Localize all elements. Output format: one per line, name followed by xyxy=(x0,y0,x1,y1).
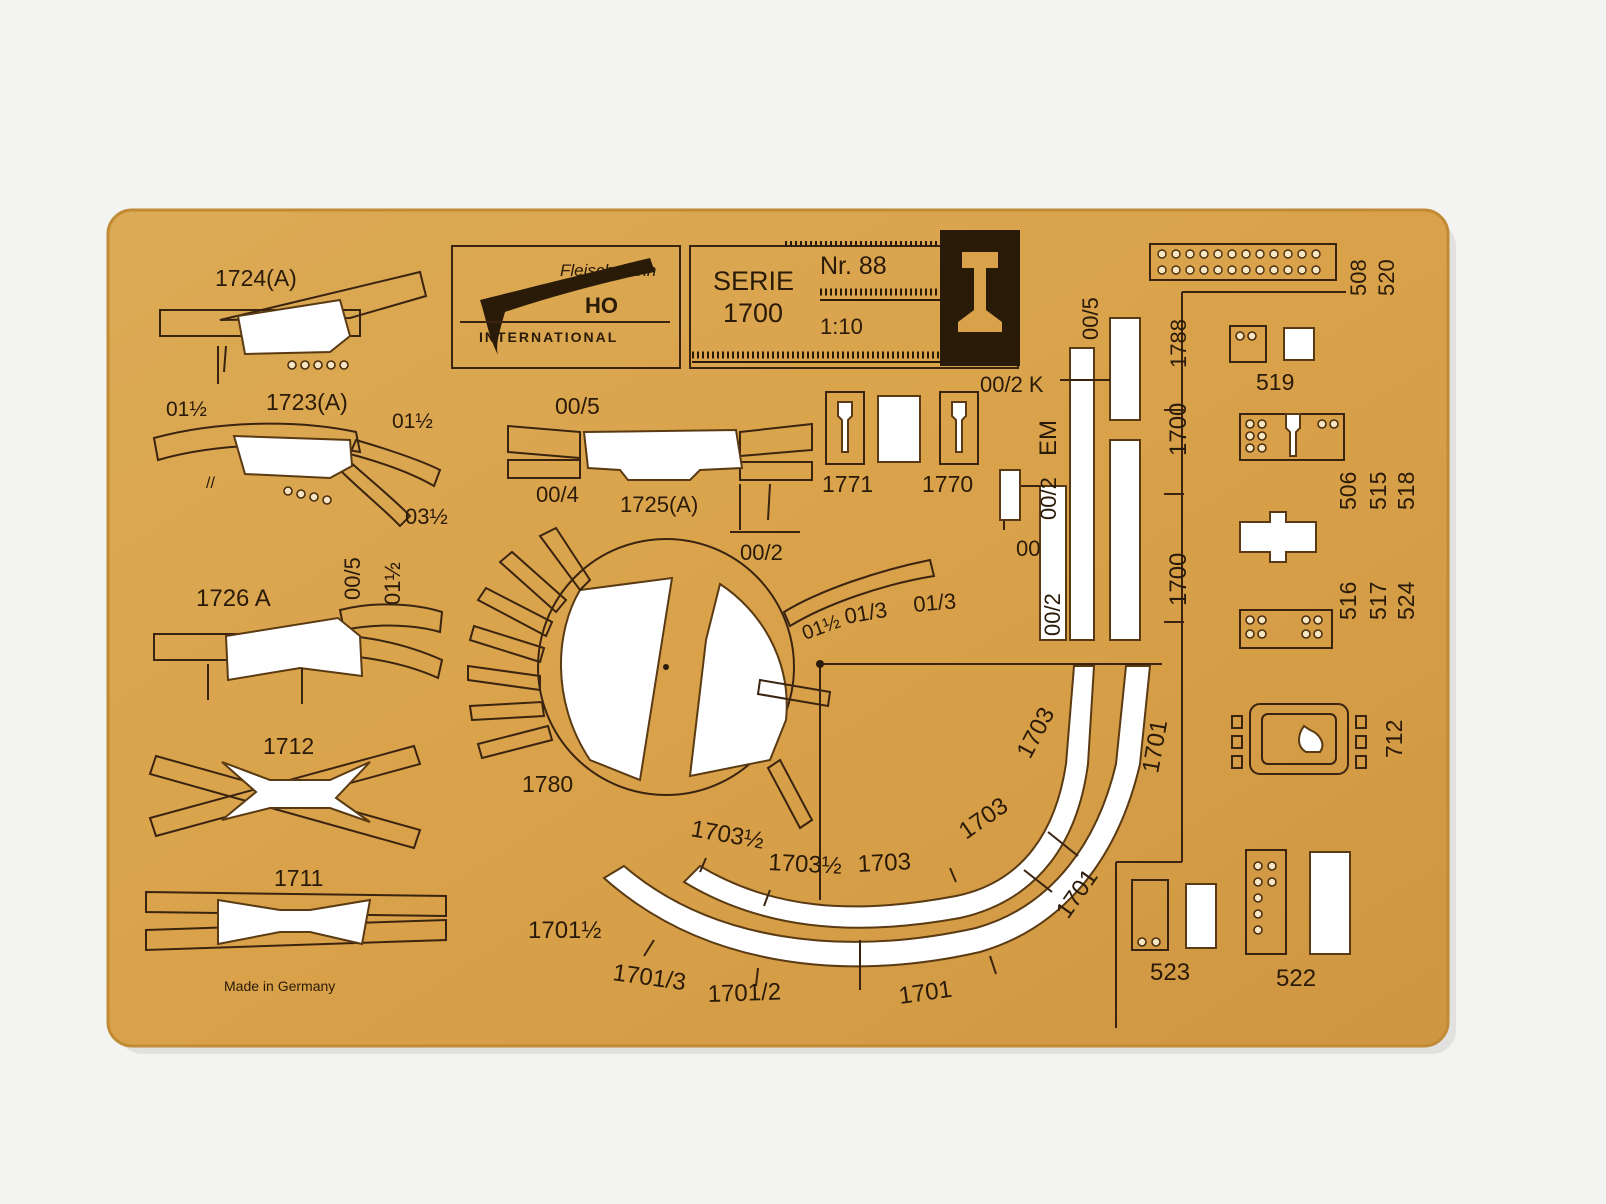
rail-profile-icon xyxy=(958,252,1002,332)
label-01h-vertical: 01½ xyxy=(380,562,405,605)
label-1723: 1723(A) xyxy=(266,389,348,415)
part-523: 523 xyxy=(1131,879,1217,986)
label-520: 520 xyxy=(1374,259,1399,296)
part-516-517-524: 516 517 524 xyxy=(1239,511,1419,649)
logo-box: Fleischmann HO INTERNATIONAL xyxy=(451,245,681,369)
label-002k: 00/2 K xyxy=(980,372,1044,397)
part-1771: 1771 xyxy=(822,391,921,497)
label-1712: 1712 xyxy=(263,733,314,759)
part-1770: 1770 xyxy=(922,391,979,497)
label-1780: 1780 xyxy=(522,771,573,797)
label-515: 515 xyxy=(1365,472,1391,510)
straight-tracks xyxy=(999,291,1346,1028)
label-523: 523 xyxy=(1150,959,1190,986)
label-005-vertical: 00/5 xyxy=(340,557,365,600)
label-03h: 03½ xyxy=(405,504,448,529)
label-1726: 1726 A xyxy=(196,585,271,612)
made-in-germany: Made in Germany xyxy=(224,978,335,994)
label-002-side2: 00/2 xyxy=(1040,593,1065,636)
label-1700b: 1700 xyxy=(1165,553,1192,606)
turntable-1780: 1780 01½ 01/3 01/3 xyxy=(467,526,1162,900)
part-522: 522 xyxy=(1245,849,1351,992)
logo-word: INTERNATIONAL xyxy=(479,329,618,345)
label-519: 519 xyxy=(1256,369,1294,395)
part-712: 712 xyxy=(1231,703,1407,775)
label-518: 518 xyxy=(1393,472,1419,510)
label-002-side: 00/2 xyxy=(1036,477,1061,520)
serie-number: 1700 xyxy=(723,298,783,328)
logo-script: Fleischmann xyxy=(560,261,656,280)
label-506: 506 xyxy=(1335,472,1361,510)
label-004: 00/4 xyxy=(536,482,579,507)
label-508: 508 xyxy=(1346,259,1371,296)
ratio-label: 1:10 xyxy=(820,314,863,339)
rivet-row xyxy=(287,360,349,370)
svg-text://: // xyxy=(206,475,215,492)
switch-1725: 00/5 00/4 1725(A) 00/2 xyxy=(507,393,813,565)
label-002-low: 00/2 xyxy=(740,540,783,565)
crossing-1712: 1712 xyxy=(148,733,422,850)
logo-swoosh-icon xyxy=(480,258,655,355)
label-1703: 1703 xyxy=(857,848,912,878)
part-519: 519 xyxy=(1229,325,1315,395)
curve-arcs xyxy=(602,665,1152,990)
serie-box: SERIE 1700 Nr. 88 1:10 xyxy=(689,230,1020,369)
label-522: 522 xyxy=(1276,965,1316,992)
label-1700a: 1700 xyxy=(1165,403,1192,456)
part-506-515-518: 506 515 518 xyxy=(1239,413,1419,510)
label-1788: 1788 xyxy=(1166,319,1191,368)
label-1725: 1725(A) xyxy=(620,492,698,517)
serie-label: SERIE xyxy=(713,266,794,296)
label-01h-left: 01½ xyxy=(166,398,207,421)
label-01h-right: 01½ xyxy=(392,410,433,433)
nr-label: Nr. 88 xyxy=(820,252,887,280)
label-00-side: 00 xyxy=(1016,536,1040,561)
part-508-520: 508 520 xyxy=(1149,243,1399,296)
label-005-top: 00/5 xyxy=(555,393,600,419)
label-516: 516 xyxy=(1335,582,1361,620)
radial-stalls xyxy=(467,526,832,830)
switch-1724: 1724(A) xyxy=(159,265,428,384)
label-524: 524 xyxy=(1393,581,1419,620)
label-1770: 1770 xyxy=(922,471,973,497)
label-005-right: 00/5 xyxy=(1078,297,1103,340)
label-1701-2: 1701/2 xyxy=(707,978,781,1008)
switch-1723: 01½ 1723(A) 01½ // 03½ xyxy=(152,389,448,529)
label-1711: 1711 xyxy=(274,865,323,891)
switch-1726: 1726 A 00/5 01½ xyxy=(153,557,444,704)
label-517: 517 xyxy=(1365,582,1391,620)
label-712: 712 xyxy=(1381,720,1407,758)
crossing-1711: 1711 Made in Germany xyxy=(145,865,447,994)
label-1703h-b: 1703½ xyxy=(768,849,843,880)
label-013b: 01/3 xyxy=(912,588,957,617)
rivet-row xyxy=(283,486,332,505)
label-1771: 1771 xyxy=(822,471,873,497)
logo-scale: HO xyxy=(585,293,618,318)
label-1724: 1724(A) xyxy=(215,265,297,291)
label-1701h: 1701½ xyxy=(528,917,601,944)
label-em: EM xyxy=(1035,420,1062,456)
